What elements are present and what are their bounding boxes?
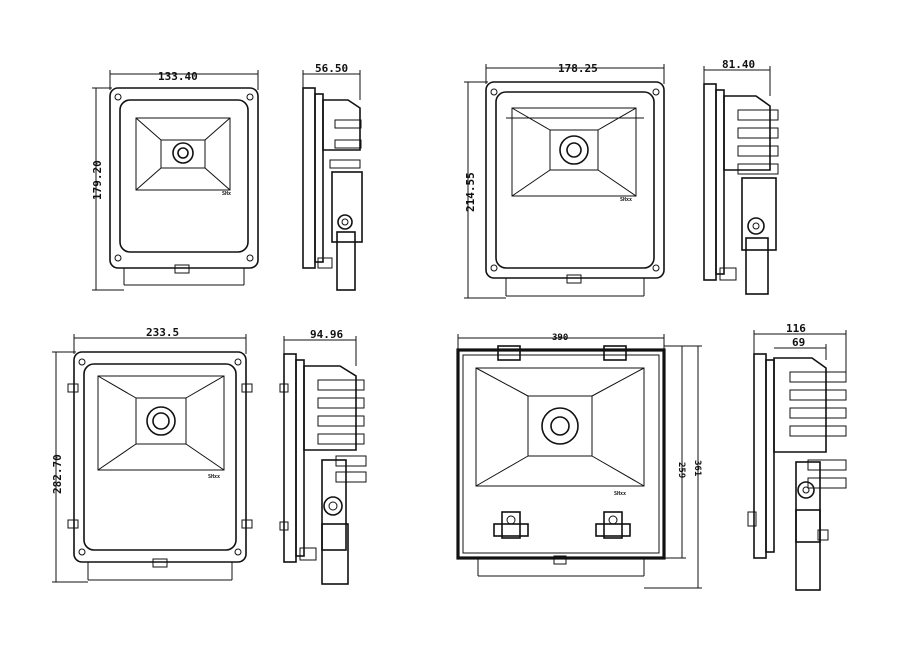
view1-width-dim: 133.40: [158, 70, 198, 83]
view3-front: SHxx 233.5 282.70: [51, 326, 253, 583]
view2-height-dim: 214.55: [464, 172, 477, 212]
view4-mark: SHxx: [614, 491, 626, 497]
view3-depth-dim: 94.96: [310, 328, 343, 341]
view1-mark: SHx: [222, 191, 231, 197]
view4-height-dim-outer: 361: [692, 460, 702, 476]
view2-width-dim: 178.25: [558, 62, 598, 75]
view4-depth-dim-outer: 116: [786, 322, 806, 335]
view1-front: SHx 133.40 179.20: [91, 70, 259, 291]
view3-width-dim: 233.5: [146, 326, 179, 339]
view1-height-dim: 179.20: [91, 160, 104, 200]
view2-mark: SHxx: [620, 197, 632, 203]
view4-width-dim: 390: [552, 333, 568, 343]
view3-mark: SHxx: [208, 474, 220, 480]
view4-height-dim-inner: 259: [676, 462, 686, 478]
view4-side: 116 69: [747, 322, 847, 591]
view3-side: 94.96: [279, 328, 367, 585]
view1-depth-dim: 56.50: [315, 62, 348, 75]
view4-front: SHxx 390 259 361: [456, 333, 702, 589]
view3-height-dim: 282.70: [51, 454, 64, 494]
view1-side: 56.50: [302, 62, 363, 291]
view2-front: SHxx 178.25 214.55: [464, 62, 665, 299]
view2-depth-dim: 81.40: [722, 58, 755, 71]
view2-side: 81.40: [703, 58, 779, 295]
view4-depth-dim-inner: 69: [792, 336, 805, 349]
